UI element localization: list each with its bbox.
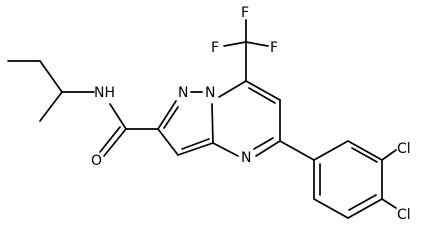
atom-label-fluorine-top: F bbox=[241, 5, 249, 21]
bond bbox=[109, 103, 127, 130]
atom-label-carbonyl-o: O bbox=[91, 153, 102, 169]
bond bbox=[223, 41, 247, 47]
bond bbox=[279, 140, 315, 161]
bond bbox=[248, 87, 276, 104]
bond bbox=[313, 198, 349, 219]
atom-label-chlorine-top: Cl bbox=[397, 141, 411, 157]
bond bbox=[211, 103, 214, 144]
bond bbox=[245, 41, 269, 47]
atom-label-chlorine-bottom: Cl bbox=[397, 207, 411, 223]
atom-label-pyrimidine-n: N bbox=[241, 150, 251, 166]
atom-label-fluorine-left: F bbox=[211, 40, 219, 56]
bond bbox=[163, 106, 179, 129]
bond bbox=[181, 138, 210, 150]
bond bbox=[351, 147, 378, 163]
bond bbox=[253, 137, 274, 150]
bond bbox=[381, 149, 397, 161]
bond bbox=[103, 128, 127, 157]
dichlorophenyl-ring bbox=[279, 140, 397, 219]
bond bbox=[313, 140, 349, 161]
pyrazole-ring bbox=[157, 91, 214, 156]
bond bbox=[212, 142, 239, 157]
bond bbox=[39, 91, 63, 122]
bond bbox=[218, 80, 247, 98]
trifluoromethyl-group bbox=[223, 19, 269, 82]
atom-label-pyrazole-n1: N bbox=[205, 85, 215, 101]
bond bbox=[381, 198, 397, 209]
bond bbox=[177, 142, 214, 156]
bond bbox=[255, 140, 281, 157]
bond bbox=[39, 60, 63, 93]
bond bbox=[348, 194, 377, 211]
sec-butyl-group bbox=[7, 60, 95, 122]
molecule-drawing: F F F N N N NH O Cl Cl bbox=[7, 5, 411, 223]
atom-label-fluorine-right: F bbox=[270, 40, 278, 56]
pyrimidine-ring bbox=[212, 80, 281, 157]
bond bbox=[99, 126, 121, 153]
bond bbox=[157, 128, 179, 156]
atom-label-pyrazole-n2: N bbox=[178, 85, 188, 101]
bond bbox=[347, 198, 383, 219]
amide-group bbox=[99, 103, 159, 157]
bond bbox=[245, 80, 281, 101]
structure-canvas: F F F N N N NH O Cl Cl bbox=[7, 5, 411, 223]
atom-label-amide-nh: NH bbox=[94, 85, 115, 101]
bond bbox=[157, 100, 177, 130]
bond bbox=[347, 140, 383, 161]
